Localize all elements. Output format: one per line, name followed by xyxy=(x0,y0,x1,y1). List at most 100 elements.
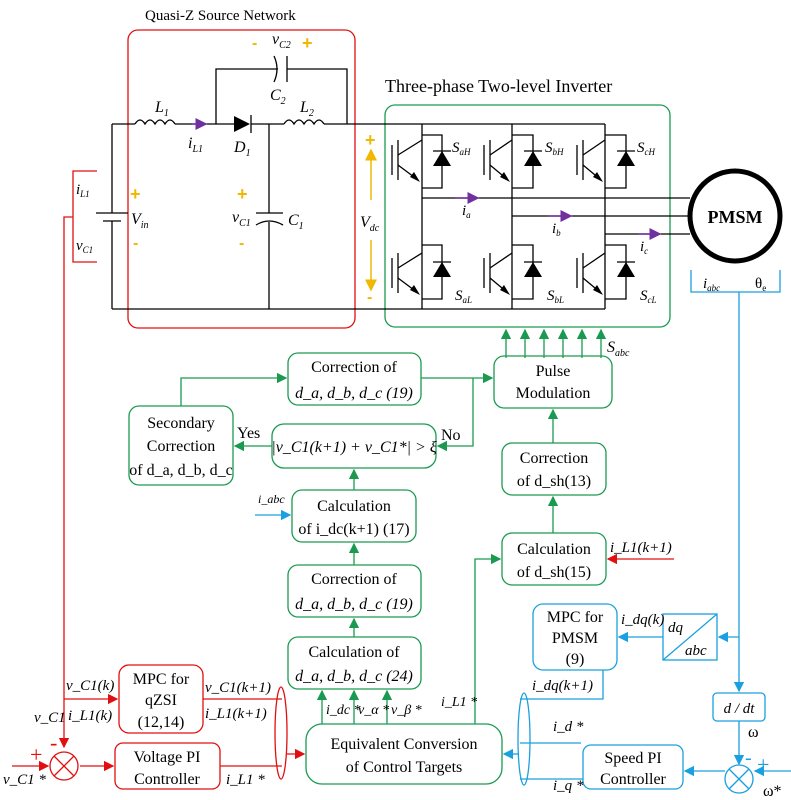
svg-text:vC1: vC1 xyxy=(232,209,251,229)
svg-text:Correction: Correction xyxy=(147,438,215,455)
svg-text:SbH: SbH xyxy=(545,140,564,157)
svg-text:Calculation: Calculation xyxy=(517,541,591,558)
yes-label: Yes xyxy=(237,425,260,442)
block-dq-abc-transform[interactable]: dq abc xyxy=(662,613,718,661)
vC1-feedback-label: v_C1 xyxy=(34,710,66,726)
svg-text:-: - xyxy=(252,35,257,52)
omega-ref-label: ω* xyxy=(763,783,782,800)
diode-D1 xyxy=(234,116,250,132)
qzsi-feedback-line xyxy=(63,216,73,745)
block-correction-dsh[interactable]: Correction of d_sh(13) xyxy=(501,442,607,496)
block-equivalent-conversion[interactable]: Equivalent Conversion of Control Targets xyxy=(305,723,503,785)
svg-text:of d_sh(15): of d_sh(15) xyxy=(517,564,591,581)
vbeta-ref-label: v_β * xyxy=(391,703,422,718)
svg-text:of i_dc(k+1) (17): of i_dc(k+1) (17) xyxy=(298,521,409,538)
id-ref-label: i_d * xyxy=(553,719,584,735)
theta-sensor-label: θe xyxy=(755,276,766,293)
blue-connections xyxy=(502,292,791,786)
speed-sum-minus: - xyxy=(745,747,752,769)
svg-text:MPC for: MPC for xyxy=(547,609,604,626)
svg-text:-: - xyxy=(367,289,372,306)
svg-text:+: + xyxy=(302,33,313,53)
phase-lines xyxy=(422,192,690,240)
inductor-L1 xyxy=(134,119,176,126)
no-label: No xyxy=(441,427,461,444)
svg-text:Speed PI: Speed PI xyxy=(604,750,661,767)
inductor-L2 xyxy=(283,119,325,126)
circuit-labels: L1 L2 C2 vC2 D1 iL1 C1 vC1 Vin Vdc ia ib… xyxy=(131,31,657,305)
svg-text:+: + xyxy=(237,184,248,204)
iL1-ref-eq-label: i_L1 * xyxy=(441,695,477,710)
svg-text:of d_a, d_b, d_c: of d_a, d_b, d_c xyxy=(129,462,233,479)
svg-text:dq: dq xyxy=(668,620,684,636)
svg-text:L2: L2 xyxy=(299,99,314,119)
svg-text:C2: C2 xyxy=(270,87,286,107)
svg-text:PMSM: PMSM xyxy=(552,630,598,647)
svg-text:Correction of: Correction of xyxy=(311,571,397,588)
svg-text:ScH: ScH xyxy=(637,140,655,157)
svg-text:Vin: Vin xyxy=(131,211,149,231)
block-correction-19-mid[interactable]: Correction of d_a, d_b, d_c (19) xyxy=(287,564,422,618)
valpha-ref-label: v_α * xyxy=(358,703,389,718)
calc-dsh-input-label: i_L1(k+1) xyxy=(610,540,672,556)
block-calc-idc[interactable]: Calculation of i_dc(k+1) (17) xyxy=(291,489,417,543)
svg-text:Controller: Controller xyxy=(600,771,666,788)
inverter-title: Three-phase Two-level Inverter xyxy=(385,76,612,96)
svg-text:SaH: SaH xyxy=(452,140,471,157)
block-condition-check[interactable]: |v_C1(k+1) + v_C1*| > ξ xyxy=(271,423,437,469)
svg-text:(9): (9) xyxy=(566,651,585,668)
svg-text:L1: L1 xyxy=(154,99,169,119)
vC1-ref-label: v_C1 * xyxy=(3,772,46,788)
svg-text:of Control Targets: of Control Targets xyxy=(346,759,463,776)
block-speed-pi[interactable]: Speed PI Controller xyxy=(582,744,684,790)
pmsm-motor xyxy=(687,168,783,264)
block-ddt[interactable]: d / dt xyxy=(712,692,766,722)
svg-text:qZSI: qZSI xyxy=(145,692,177,709)
omega-label: ω xyxy=(748,724,759,741)
svg-text:d_a, d_b, d_c (19): d_a, d_b, d_c (19) xyxy=(295,596,413,613)
svg-text:Modulation: Modulation xyxy=(516,385,591,402)
voltage-sum-plus: + xyxy=(30,742,42,767)
block-calc-dsh[interactable]: Calculation of d_sh(15) xyxy=(501,532,607,586)
iabc-sensor-label: iabc xyxy=(703,276,720,293)
svg-text:Pulse: Pulse xyxy=(536,363,571,380)
svg-text:-: - xyxy=(133,235,138,252)
svg-text:+: + xyxy=(130,184,141,204)
svg-text:Correction: Correction xyxy=(520,450,588,467)
block-pulse-modulation[interactable]: Pulse Modulation xyxy=(493,355,613,409)
svg-text:ScL: ScL xyxy=(640,288,657,305)
iL1-k1-label: i_L1(k+1) xyxy=(205,706,267,722)
iL1-k-label: i_L1(k) xyxy=(68,708,112,724)
red-signal-bundle xyxy=(274,686,288,780)
svg-text:(12,14): (12,14) xyxy=(138,714,185,731)
pmsm-sensor-bracket xyxy=(690,270,781,293)
svg-text:d / dt: d / dt xyxy=(724,701,756,717)
block-voltage-pi[interactable]: Voltage PI Controller xyxy=(114,742,221,790)
pmsm-label: PMSM xyxy=(708,207,763,227)
svg-text:of d_sh(13): of d_sh(13) xyxy=(517,473,591,490)
voltage-summing-junction xyxy=(49,751,79,781)
svg-text:Controller: Controller xyxy=(134,771,200,788)
svg-text:vC2: vC2 xyxy=(272,31,291,51)
block-mpc-pmsm[interactable]: MPC for PMSM (9) xyxy=(532,603,618,671)
svg-text:SaL: SaL xyxy=(455,288,472,305)
block-calc-24[interactable]: Calculation of d_a, d_b, d_c (24) xyxy=(287,636,422,690)
polarity-marks: - + + - + - + - xyxy=(130,33,376,306)
switch-cL xyxy=(576,244,635,300)
svg-text:Calculation of: Calculation of xyxy=(308,644,400,661)
block-correction-19-top[interactable]: Correction of d_a, d_b, d_c (19) xyxy=(287,352,422,406)
svg-text:SbL: SbL xyxy=(547,288,564,305)
switch-bH xyxy=(483,134,542,189)
svg-text:ic: ic xyxy=(640,239,648,256)
svg-text:Calculation: Calculation xyxy=(317,498,391,515)
qzs-network-boundary xyxy=(127,29,356,329)
block-mpc-qzsi[interactable]: MPC for qZSI (12,14) xyxy=(118,664,204,734)
calc-idc-input-label: i_abc xyxy=(258,492,285,506)
power-circuit xyxy=(96,55,606,310)
qzs-network-title: Quasi-Z Source Network xyxy=(145,8,296,24)
svg-text:D1: D1 xyxy=(233,139,251,159)
red-connections xyxy=(12,686,306,780)
switch-aH xyxy=(391,134,451,189)
block-secondary-correction[interactable]: Secondary Correction of d_a, d_b, d_c xyxy=(128,405,234,486)
svg-text:MPC for: MPC for xyxy=(133,671,190,688)
